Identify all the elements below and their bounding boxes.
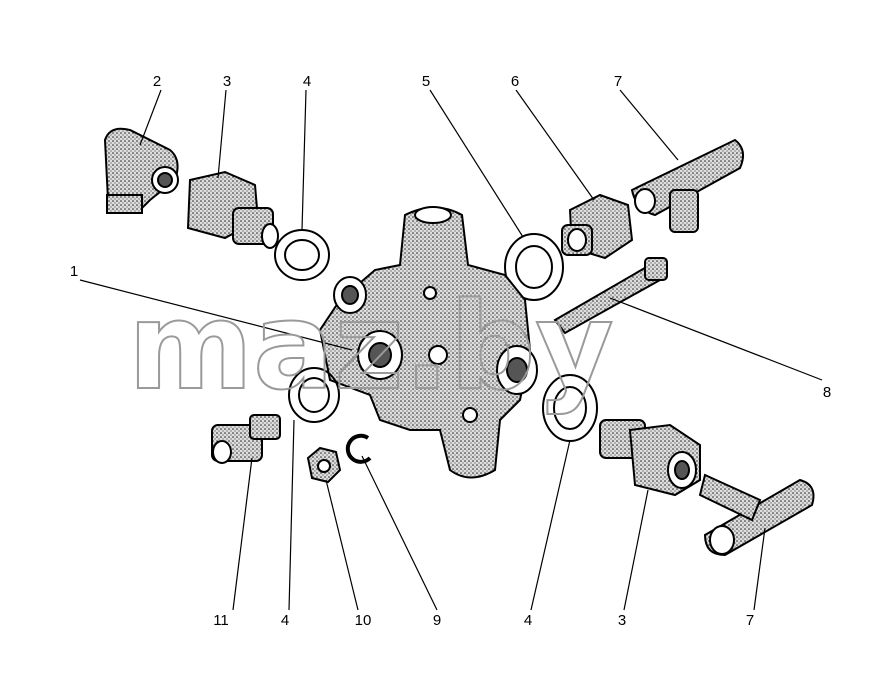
callout-9: 9 — [433, 612, 441, 629]
part-7-tee-fitting-top — [630, 138, 745, 233]
callout-7-top: 7 — [614, 73, 622, 90]
callout-7-bottom: 7 — [746, 612, 754, 629]
watermark-text: maz.by — [128, 278, 614, 417]
callout-11: 11 — [213, 612, 229, 629]
callout-4-top: 4 — [303, 73, 311, 90]
part-6-nut-fitting — [561, 193, 634, 260]
part-2-elbow-fitting — [103, 127, 179, 214]
part-8-bolt — [553, 257, 668, 335]
part-11-fitting — [211, 414, 281, 464]
callout-numbers: 2 3 4 5 6 7 1 8 11 4 10 9 4 3 7 — [70, 73, 831, 629]
callout-8: 8 — [823, 384, 831, 401]
leader-lines — [79, 89, 823, 611]
part-7-tee-fitting-bottom — [698, 473, 815, 557]
part-3-union-nut-bottom — [599, 419, 701, 497]
part-1-valve-body — [318, 206, 538, 479]
callout-6: 6 — [511, 73, 519, 90]
callout-10: 10 — [355, 612, 372, 629]
callout-5: 5 — [422, 73, 430, 90]
part-10-nut — [306, 446, 342, 484]
callout-2: 2 — [153, 73, 161, 90]
part-3-union-nut-top — [186, 170, 279, 249]
callout-4-bottom-left: 4 — [281, 612, 289, 629]
part-5-washer — [504, 233, 564, 301]
part-9-lock-ring — [345, 433, 372, 464]
part-4-washer-top — [274, 229, 330, 281]
callout-1: 1 — [70, 263, 78, 280]
callout-3-top: 3 — [223, 73, 231, 90]
part-4-washer-bottom-left — [288, 367, 340, 423]
callout-3-bottom: 3 — [618, 612, 626, 629]
callout-4-bottom-right: 4 — [524, 612, 532, 629]
